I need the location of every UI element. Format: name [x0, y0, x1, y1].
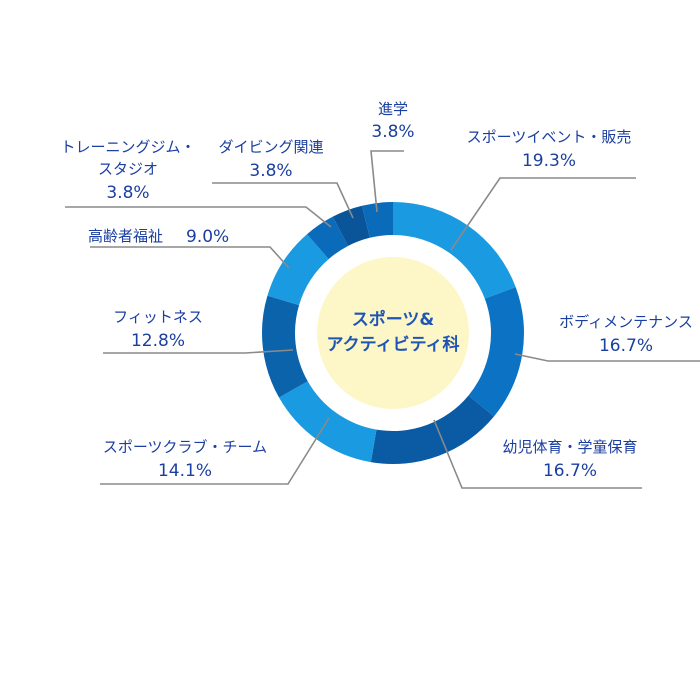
label-fitness-name: フィットネス [113, 308, 203, 326]
label-event-value: 19.3% [522, 151, 576, 171]
label-kids-name: 幼児体育・学童保育 [502, 438, 637, 456]
center-label-line1: スポーツ& [352, 309, 435, 330]
slice-gym [306, 216, 348, 260]
slice-event [393, 202, 516, 299]
slice-diving [332, 205, 370, 246]
label-kids-value: 16.7% [543, 461, 597, 481]
label-gym-name-line1: トレーニングジム・ [60, 138, 195, 156]
label-event-name: スポーツイベント・販売 [467, 128, 632, 146]
leader-line-kids [433, 419, 642, 489]
leader-line-club [100, 417, 330, 485]
slice-fitness [262, 295, 308, 398]
leader-line-shingaku [370, 150, 404, 213]
label-club-name: スポーツクラブ・チーム [103, 438, 267, 456]
label-body-name: ボディメンテナンス [559, 313, 693, 331]
label-diving-value: 3.8% [249, 161, 292, 181]
slice-body [468, 287, 524, 417]
leader-line-diving [212, 182, 354, 219]
label-body-value: 16.7% [599, 336, 653, 356]
label-shingaku-name: 進学 [378, 100, 408, 118]
leader-line-event [450, 177, 636, 251]
label-gym-name-line2: スタジオ [98, 160, 158, 178]
leader-line-body [514, 353, 700, 362]
leader-line-elderly [90, 246, 290, 269]
leader-lines [65, 150, 700, 489]
slice-club [279, 381, 377, 463]
label-club-value: 14.1% [158, 461, 212, 481]
leader-line-fitness [103, 349, 294, 354]
slice-kids [370, 395, 494, 465]
labels-layer: 進学 3.8% スポーツイベント・販売 19.3% ボディメンテナンス 16.7… [60, 100, 692, 481]
label-elderly-name: 高齢者福祉 [88, 227, 163, 245]
center-label-line2: アクティビティ科 [326, 334, 459, 355]
label-elderly-value: 9.0% [186, 227, 229, 247]
leader-line-gym [65, 206, 332, 228]
slice-shingaku [362, 202, 393, 238]
label-elderly-name-text: 高齢者福祉 [88, 227, 163, 245]
label-diving-name: ダイビング関連 [218, 138, 323, 156]
slice-elderly [267, 234, 329, 306]
center-disc [317, 257, 469, 409]
slices-layer [262, 202, 524, 465]
label-gym-value: 3.8% [106, 183, 149, 203]
label-fitness-value: 12.8% [131, 331, 185, 351]
label-shingaku-value: 3.8% [371, 122, 414, 142]
